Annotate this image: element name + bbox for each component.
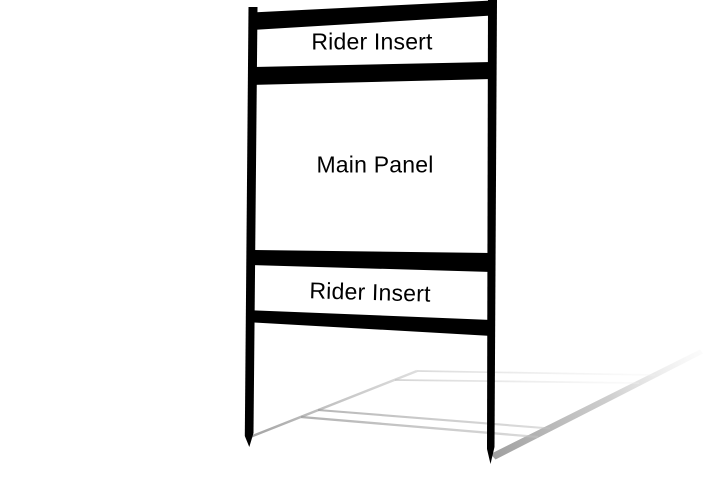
frame-bars: [246, 0, 492, 336]
top-rider-insert-panel: [252, 15, 490, 67]
shadow-main-bottom-bar-line: [317, 408, 551, 430]
shadow-right-post-line: [490, 349, 703, 460]
panels: [246, 15, 490, 320]
shadow-upper-rider-bar-line: [394, 379, 640, 384]
top-frame-bar: [251, 0, 492, 30]
main-panel-label: Main Panel: [316, 152, 433, 178]
bottom-rider-insert-label: Rider Insert: [309, 277, 431, 306]
left-post: [244, 7, 258, 447]
main-panel: [252, 79, 490, 253]
frame-posts: [244, 0, 497, 464]
bottom-rider-insert-panel: [246, 265, 490, 320]
labels: Rider Insert Main Panel Rider Insert: [309, 29, 433, 307]
ground-shadow: [249, 349, 703, 460]
shadow-lower-rider-bar-line: [300, 415, 539, 439]
shadow-left-post-line: [249, 369, 418, 439]
shadow-top-bar-line: [416, 370, 656, 376]
rider-main-divider-bar: [251, 62, 492, 85]
top-rider-insert-label: Rider Insert: [311, 29, 433, 55]
main-rider-divider-bar: [250, 250, 492, 272]
bottom-frame-bar: [246, 310, 492, 336]
right-post: [487, 0, 497, 464]
